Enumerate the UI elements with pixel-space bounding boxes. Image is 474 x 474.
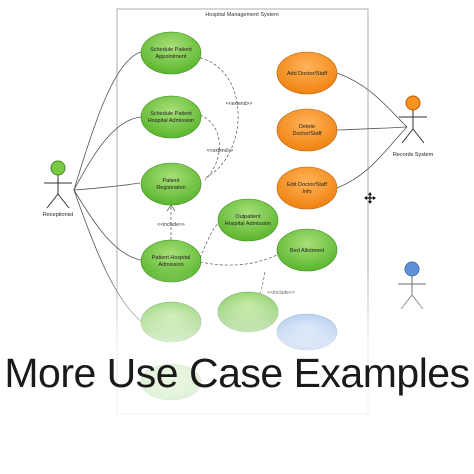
uc-schedule-appointment[interactable]: Schedule Patient Appointment (140, 31, 202, 75)
actor-receptionist[interactable] (44, 160, 72, 209)
uc-delete-doctor[interactable]: Delete Doctor/Staff (276, 108, 338, 152)
svg-text:Schedule Patient: Schedule Patient (150, 111, 192, 117)
extend-label-1: <<extend>> (226, 101, 253, 107)
actor-records-system-label: Records System (393, 152, 434, 158)
uc-add-doctor[interactable]: Add Doctor/Staff (276, 51, 338, 95)
uc-edit-doctor[interactable]: Edit Doctor/Staff Info (276, 166, 338, 210)
actor-records-system[interactable] (399, 95, 427, 144)
svg-text:Registration: Registration (156, 185, 185, 191)
svg-text:Doctor/Staff: Doctor/Staff (293, 131, 322, 137)
svg-text:Hospital Admission: Hospital Admission (225, 221, 271, 227)
svg-text:Patient: Patient (162, 178, 180, 184)
svg-text:Add Doctor/Staff: Add Doctor/Staff (287, 71, 328, 77)
svg-text:Outpatient: Outpatient (235, 214, 261, 220)
svg-text:Admission: Admission (158, 262, 183, 268)
svg-text:Patient Hospital: Patient Hospital (152, 255, 191, 261)
svg-text:Hospital Admission: Hospital Admission (148, 118, 194, 124)
actor-receptionist-label: Receptionist (43, 212, 74, 218)
svg-text:Appointment: Appointment (156, 54, 187, 60)
uc-outpatient-admission[interactable]: Outpatient Hospital Admission (217, 198, 279, 242)
svg-text:Edit Doctor/Staff: Edit Doctor/Staff (287, 182, 327, 188)
bottom-fade-overlay (0, 270, 474, 474)
uc-patient-registration[interactable]: Patient Registration (140, 162, 202, 206)
uc-schedule-admission[interactable]: Schedule Patient Hospital Admission (140, 95, 202, 139)
move-cursor-icon (364, 192, 376, 204)
headline: More Use Case Examples (4, 350, 470, 396)
uc-bed-allotment[interactable]: Bed Allotment (276, 228, 338, 272)
extend-relations (199, 57, 239, 181)
svg-text:Delete: Delete (299, 124, 315, 130)
svg-text:Info: Info (302, 189, 311, 195)
svg-text:Bed Allotment: Bed Allotment (290, 248, 324, 254)
include-label-1: <<include>> (157, 222, 185, 228)
records-associations (336, 72, 408, 189)
extend-label-2: <<extend>> (207, 148, 234, 154)
system-title: Hospital Management System (205, 12, 279, 18)
svg-text:Schedule Patient: Schedule Patient (150, 47, 192, 53)
